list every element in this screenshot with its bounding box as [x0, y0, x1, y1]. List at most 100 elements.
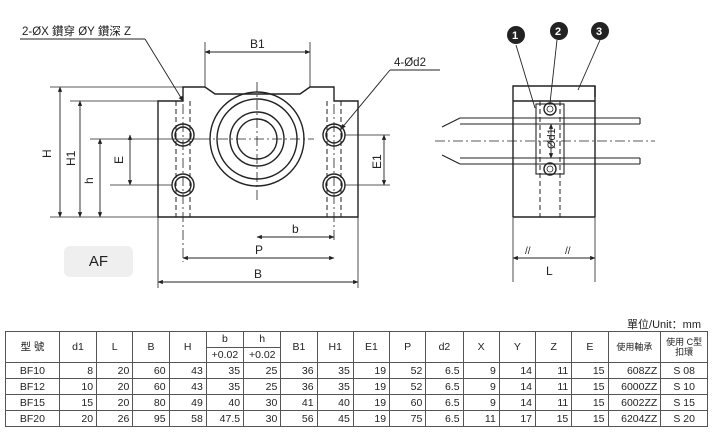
table-cell: 43 [168, 362, 207, 379]
th-d2: d2 [425, 331, 464, 363]
dim-e1: E1 [370, 154, 384, 169]
table-cell: 14 [498, 394, 537, 411]
dim-h: H [40, 149, 54, 158]
th-d1: d1 [58, 331, 98, 363]
table-cell: 15 [571, 394, 609, 411]
table-cell: 36 [280, 362, 318, 379]
table-cell: 11 [462, 410, 500, 427]
table-cell: 58 [168, 410, 207, 427]
th-p: P [389, 331, 427, 363]
table-cell: 60 [132, 362, 170, 379]
table-cell: 30 [243, 394, 282, 411]
table-cell: 17 [498, 410, 537, 427]
th-bearing: 使用軸承 [607, 331, 662, 363]
th-b-small: b [205, 331, 245, 348]
th-l: L [96, 331, 134, 363]
table-cell: 19 [352, 362, 391, 379]
table-cell: 11 [535, 394, 573, 411]
table-cell: 6204ZZ [607, 410, 662, 427]
table-cell: 56 [280, 410, 318, 427]
table-cell: 11 [535, 362, 573, 379]
hatch-right: // [565, 246, 571, 257]
table-cell: 60 [389, 394, 427, 411]
table-cell: 20 [58, 410, 98, 427]
th-h1: H1 [316, 331, 354, 363]
th-h: H [168, 331, 207, 363]
table-cell: 30 [243, 410, 282, 427]
th-model: 型 號 [5, 331, 60, 363]
table-cell: 40 [205, 394, 245, 411]
model-badge: AF [64, 246, 133, 277]
spec-table: 型 號 d1 L B H b h B1 H1 E1 P d2 X Y Z E 使… [5, 331, 708, 427]
table-cell: 75 [389, 410, 427, 427]
front-view [20, 38, 440, 288]
dim-d1: Ød1 [546, 128, 558, 149]
table-cell: 52 [389, 362, 427, 379]
table-cell: 15 [571, 362, 609, 379]
table-cell: 80 [132, 394, 170, 411]
table-cell: 9 [462, 362, 500, 379]
table-cell: 10 [58, 378, 98, 395]
table-cell: 41 [280, 394, 318, 411]
dim-h1: H1 [64, 150, 78, 166]
table-cell: 35 [205, 362, 245, 379]
dim-h-small: h [82, 177, 96, 184]
th-e: E [571, 331, 609, 363]
th-e1: E1 [352, 331, 391, 363]
hole-note: 2-ØX 鑽穿 ØY 鑽深 Z [22, 24, 131, 38]
table-cell: 6002ZZ [607, 394, 662, 411]
table-cell: 20 [96, 378, 134, 395]
table-cell: 25 [243, 378, 282, 395]
dim-b-small: b [292, 222, 299, 236]
table-cell: 9 [462, 378, 500, 395]
table-cell: 15 [535, 410, 573, 427]
callout-3: 3 [596, 26, 602, 38]
th-b1: B1 [280, 331, 318, 363]
table-cell: BF12 [5, 378, 60, 395]
table-cell: BF15 [5, 394, 60, 411]
table-cell: 20 [96, 362, 134, 379]
th-b-tol: +0.02 [205, 346, 245, 363]
table-cell: 45 [316, 410, 354, 427]
tap-note: 4-Ød2 [394, 57, 426, 69]
table-cell: 6.5 [425, 410, 464, 427]
table-cell: 47.5 [205, 410, 245, 427]
table-cell: BF10 [5, 362, 60, 379]
table-cell: 36 [280, 378, 318, 395]
table-cell: 60 [132, 378, 170, 395]
table-cell: S 20 [660, 410, 708, 427]
dim-e: E [112, 156, 126, 164]
th-h-small: h [243, 331, 282, 348]
table-cell: S 15 [660, 394, 708, 411]
table-cell: 95 [132, 410, 170, 427]
unit-label: 單位/Unit：mm [627, 319, 701, 331]
block-outline [157, 86, 359, 218]
table-cell: 608ZZ [607, 362, 662, 379]
callouts [507, 22, 609, 44]
side-view [435, 39, 655, 282]
th-b: B [132, 331, 170, 363]
table-cell: 19 [352, 378, 391, 395]
table-cell: 26 [96, 410, 134, 427]
table-cell: 11 [535, 378, 573, 395]
callout-1: 1 [512, 30, 518, 42]
technical-drawing: 2-ØX 鑽穿 ØY 鑽深 Z 4-Ød2 B1 H H1 h E E1 b P… [20, 22, 655, 288]
table-cell: 40 [316, 394, 354, 411]
th-x: X [462, 331, 500, 363]
th-h-tol: +0.02 [243, 346, 282, 363]
table-cell: 19 [352, 394, 391, 411]
dim-b: B [254, 267, 262, 281]
hatch-left: // [525, 246, 531, 257]
table-cell: 43 [168, 378, 207, 395]
table-cell: 6.5 [425, 362, 464, 379]
th-ring: 使用 C型扣環 [660, 331, 708, 363]
th-y: Y [498, 331, 537, 363]
table-cell: 14 [498, 378, 537, 395]
table-cell: 25 [243, 362, 282, 379]
table-cell: 15 [58, 394, 98, 411]
bolt-holes [171, 123, 346, 197]
table-cell: 35 [316, 362, 354, 379]
th-z: Z [535, 331, 573, 363]
table-cell: 6.5 [425, 394, 464, 411]
